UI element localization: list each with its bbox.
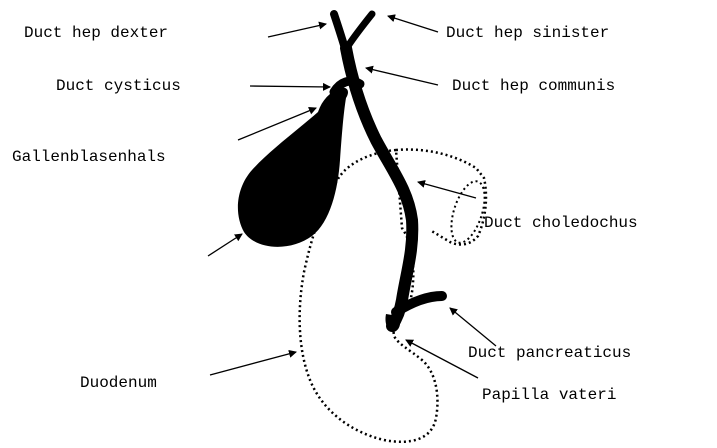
arrow-duct-hep-sinister xyxy=(388,16,438,32)
arrow-duct-hep-dexter xyxy=(268,24,326,37)
duct-choledochus-shape xyxy=(346,48,412,326)
arrow-gallbladder xyxy=(208,234,242,256)
label-duct-hep-dexter: Duct hep dexter xyxy=(24,24,168,42)
arrow-duodenum xyxy=(210,352,296,375)
label-duct-pancreaticus: Duct pancreaticus xyxy=(468,344,631,362)
label-duct-hep-sinister: Duct hep sinister xyxy=(446,24,609,42)
arrow-duct-cysticus xyxy=(250,86,330,87)
label-duct-choledochus: Duct choledochus xyxy=(484,214,638,232)
duct-hep-sinister-shape xyxy=(348,14,372,46)
arrow-duct-pancreaticus xyxy=(450,308,496,346)
label-gallenblasenhals: Gallenblasenhals xyxy=(12,148,166,166)
label-papilla-vateri: Papilla vateri xyxy=(482,386,616,404)
gallbladder xyxy=(238,88,348,247)
arrow-duct-hep-communis xyxy=(366,68,438,85)
label-duct-hep-communis: Duct hep communis xyxy=(452,77,615,95)
label-duct-cysticus: Duct cysticus xyxy=(56,77,181,95)
label-duodenum: Duodenum xyxy=(80,374,157,392)
